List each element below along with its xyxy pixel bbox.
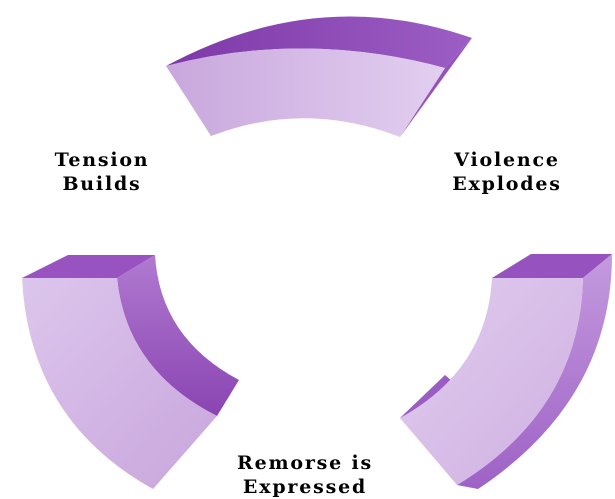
stage-label-remorse-expressed: Remorse is Expressed [200, 451, 410, 499]
stage-label-violence-explodes: Violence Explodes [427, 148, 587, 196]
arc-left-front-face [22, 278, 217, 489]
arc-left-side-face [117, 255, 239, 416]
arc-right-front-face [400, 278, 583, 485]
stage-label-line: Expressed [242, 476, 368, 498]
stage-label-tension-builds: Tension Builds [22, 148, 182, 196]
stage-label-line: Tension [54, 149, 150, 171]
arc-right-top-face [492, 254, 612, 278]
stage-label-line: Builds [62, 173, 142, 195]
arc-segment-top [166, 16, 472, 137]
arc-segment-left [22, 255, 239, 489]
arc-right-side-face [457, 254, 612, 489]
arc-segment-right [400, 254, 612, 489]
arc-top-front-face [166, 48, 445, 137]
arc-top-back-face [166, 16, 472, 68]
stage-label-line: Explodes [452, 173, 562, 195]
stage-label-line: Remorse is [237, 452, 373, 474]
arc-left-top-face [22, 255, 155, 278]
arc-top-side-face [400, 38, 472, 137]
stage-label-line: Violence [454, 149, 560, 171]
